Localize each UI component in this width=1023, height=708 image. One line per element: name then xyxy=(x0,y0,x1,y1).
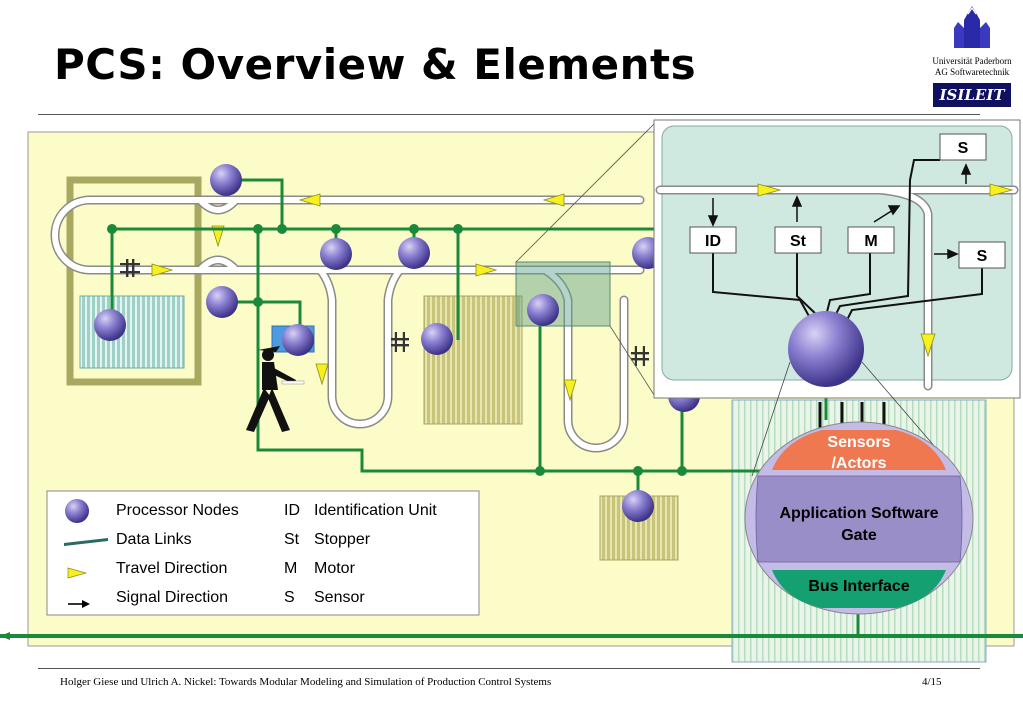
storage-block-1 xyxy=(423,295,523,425)
legend-data-link-icon xyxy=(64,538,108,546)
legend-processor-nodes: Processor Nodes xyxy=(116,502,239,519)
detail-travel-arrow-icon xyxy=(757,183,782,197)
university-name: Universität Paderborn AG Softwaretechnik xyxy=(922,56,1022,78)
detail-panel: ID St M S S xyxy=(653,119,1021,399)
detail-m-box xyxy=(847,226,895,254)
detail-travel-arrow-icon xyxy=(989,183,1014,197)
app-layer xyxy=(755,475,963,563)
processor-node-icon xyxy=(421,323,453,355)
university-line-1: Universität Paderborn xyxy=(932,56,1012,66)
bus-label: Bus Interface xyxy=(808,578,909,595)
legend-abbr-meaning: Sensor xyxy=(314,589,365,606)
sensors-label-1: Sensors xyxy=(827,434,890,451)
station-storage xyxy=(79,295,185,369)
detail-st-box xyxy=(774,226,822,254)
legend-abbr-code: M xyxy=(284,560,297,577)
signal-arrow-icon xyxy=(707,215,719,227)
processor-node-icon xyxy=(94,309,126,341)
bus-layer xyxy=(772,570,946,608)
signal-arrow-icon xyxy=(960,163,972,175)
detail-m-label: M xyxy=(864,233,877,250)
signal-arrow-icon xyxy=(791,195,803,207)
travel-arrow-icon xyxy=(542,193,565,207)
plant-diagram: Processor Nodes Data Links Travel Direct… xyxy=(0,119,1023,663)
isileit-logo: ISILEIT xyxy=(933,83,1011,107)
legend-data-links: Data Links xyxy=(116,531,192,548)
university-line-2: AG Softwaretechnik xyxy=(934,67,1010,77)
bus-arrow-icon xyxy=(0,632,10,640)
processor-node-icon xyxy=(622,490,654,522)
travel-arrow-icon xyxy=(298,193,321,207)
travel-arrow-icon xyxy=(211,225,225,248)
travel-arrow-icon xyxy=(315,363,329,386)
processor-node-icon xyxy=(282,324,314,356)
university-logo-icon xyxy=(954,6,990,48)
processor-node-icon xyxy=(398,237,430,269)
legend-abbr-code: St xyxy=(284,531,300,548)
detail-id-label: ID xyxy=(705,233,721,250)
legend-abbr-code: S xyxy=(284,589,295,606)
detail-sensor-right-label: S xyxy=(977,248,988,265)
processor-node-icon xyxy=(320,238,352,270)
legend: Processor Nodes Data Links Travel Direct… xyxy=(46,490,480,616)
travel-arrows xyxy=(151,193,577,402)
detail-st-label: St xyxy=(790,233,807,250)
header-rule xyxy=(38,114,980,115)
footer-citation: Holger Giese und Ulrich A. Nickel: Towar… xyxy=(60,676,552,688)
processor-node-icon xyxy=(527,294,559,326)
footer-rule xyxy=(38,668,980,669)
travel-arrow-icon xyxy=(475,263,498,277)
detail-sensor-top-box xyxy=(939,133,987,161)
legend-signal-direction: Signal Direction xyxy=(116,589,228,606)
legend-processor-node-icon xyxy=(65,499,89,523)
detail-processor-node-icon xyxy=(788,311,864,387)
detail-sensor-right-box xyxy=(958,241,1006,269)
node-layers: Sensors /Actors Application Software Gat… xyxy=(744,402,974,615)
legend-signal-arrow-icon xyxy=(68,600,90,608)
legend-travel-direction: Travel Direction xyxy=(116,560,227,577)
legend-abbr-meaning: Identification Unit xyxy=(314,502,437,519)
page-number: 4/15 xyxy=(922,676,942,688)
slide-title: PCS: Overview & Elements xyxy=(54,40,697,89)
sensors-layer xyxy=(772,430,946,470)
travel-arrow-icon xyxy=(563,379,577,402)
signal-arrow-icon xyxy=(887,205,901,216)
processor-node-icon xyxy=(210,164,242,196)
legend-abbr-meaning: Motor xyxy=(314,560,356,577)
signal-arrow-icon xyxy=(947,248,959,260)
app-label-2: Gate xyxy=(841,527,877,544)
app-label-1: Application Software xyxy=(779,505,938,522)
detail-travel-arrow-icon xyxy=(920,333,936,358)
station-frame xyxy=(66,176,202,386)
processor-node-icon xyxy=(206,286,238,318)
legend-travel-arrow-icon xyxy=(67,567,88,579)
worker-icon xyxy=(246,346,296,432)
legend-abbr-meaning: Stopper xyxy=(314,531,371,548)
detail-sensor-top-label: S xyxy=(958,140,969,157)
link-junctions xyxy=(107,224,687,476)
travel-arrow-icon xyxy=(151,263,174,277)
processor-nodes xyxy=(94,164,700,522)
detail-id-box xyxy=(689,226,737,254)
isileit-logo-text: ISILEIT xyxy=(939,86,1005,104)
sensors-label-2: /Actors xyxy=(831,455,886,472)
legend-abbr-code: ID xyxy=(284,502,300,519)
